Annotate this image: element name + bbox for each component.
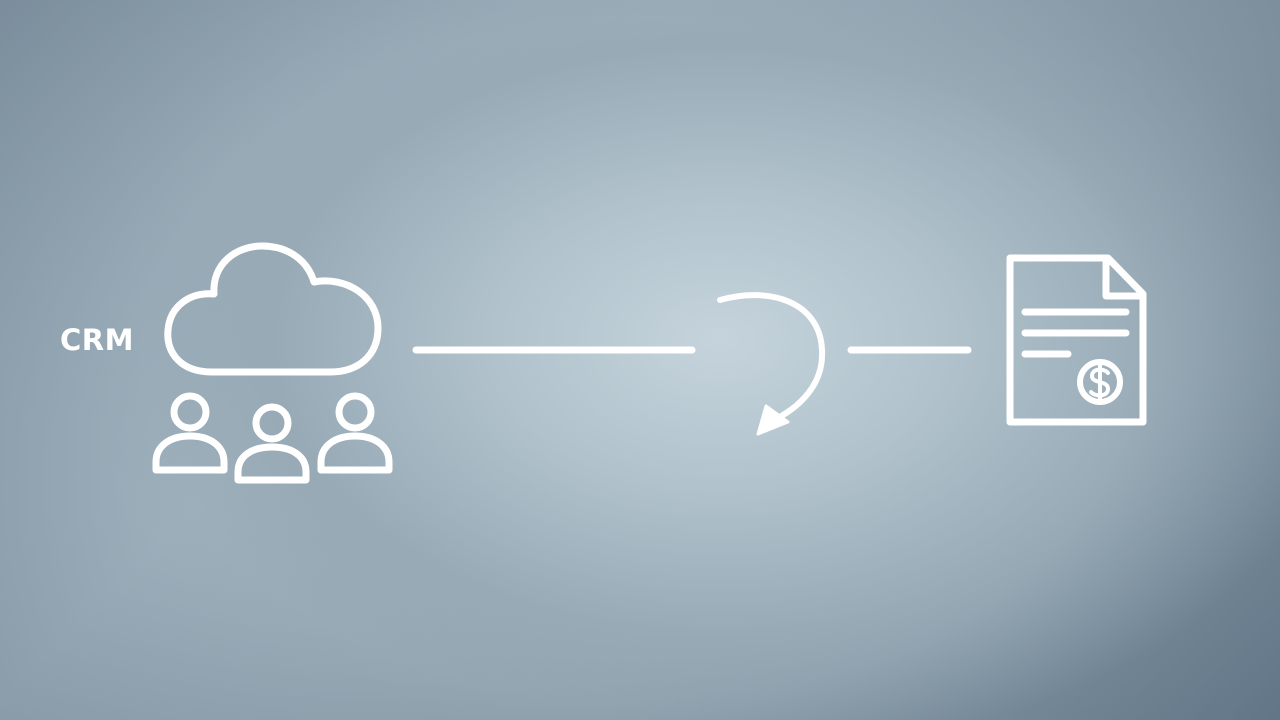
user-icon-left [152,392,228,474]
invoice-document-icon [1006,254,1147,426]
dollar-coin-icon [1077,359,1123,405]
cloud-icon [164,242,382,376]
user-icon-middle [234,403,310,484]
user-icon-right [317,392,393,474]
curved-arrow-icon [717,292,826,436]
crm-label: CRM [60,323,134,357]
users-icon [152,392,393,484]
